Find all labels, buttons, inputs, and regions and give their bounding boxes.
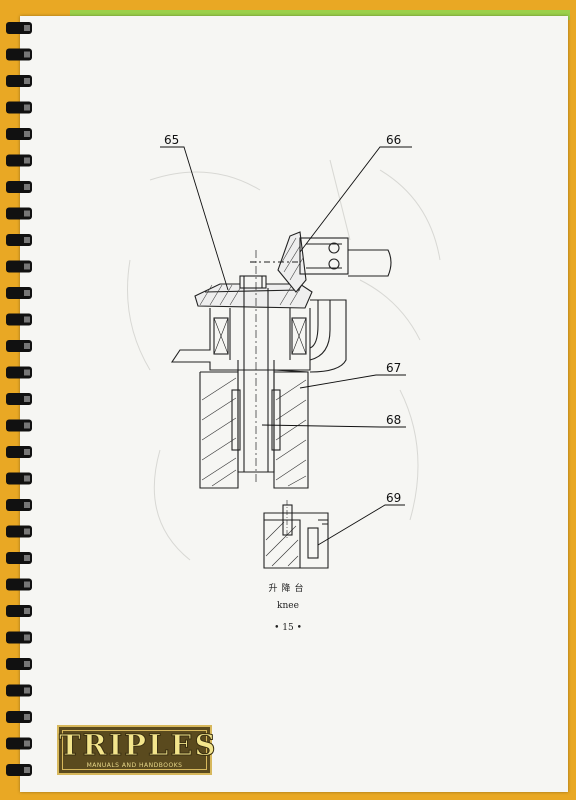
binding-hole (24, 396, 30, 402)
callout-68: 68 (386, 413, 401, 427)
caption-english: knee (277, 601, 299, 611)
callout-67: 67 (386, 361, 401, 375)
binding-hole (24, 661, 30, 667)
binding-hole (24, 502, 30, 508)
binding-hole (24, 290, 30, 296)
binding-rings (6, 22, 32, 776)
binding-hole (24, 422, 30, 429)
binding-hole (24, 581, 30, 588)
binding-hole (24, 25, 30, 31)
leader-lines (160, 146, 412, 546)
binding-hole (24, 528, 30, 535)
binding-hole (24, 369, 30, 376)
caption-chinese: 升降台 (268, 584, 308, 594)
callout-65: 65 (164, 133, 179, 147)
binding-hole (24, 131, 30, 137)
binding-hole (24, 237, 30, 243)
callout-69: 69 (386, 491, 401, 505)
binding-hole (24, 78, 30, 84)
binding-hole (24, 51, 30, 58)
binding-hole (24, 608, 30, 614)
logo-inner-border (62, 730, 207, 770)
binding-hole (24, 740, 30, 747)
binding-hole (24, 184, 30, 190)
logo-subtitle: MANUALS AND HANDBOOKS (86, 762, 183, 769)
binding-hole (24, 263, 30, 270)
callout-66: 66 (386, 133, 401, 147)
binding-hole (24, 157, 30, 164)
knee-assembly-drawing (170, 231, 392, 569)
green-page-edge (70, 10, 570, 20)
binding-hole (24, 555, 30, 561)
binding-hole (24, 316, 30, 323)
binding-hole (24, 767, 30, 773)
binding-hole (24, 449, 30, 455)
binding-hole (24, 210, 30, 217)
bleed-through-lines (127, 159, 441, 561)
binding-hole (24, 634, 30, 641)
binding-hole (24, 475, 30, 482)
triples-logo: TRIPLES MANUALS AND HANDBOOKS (57, 725, 218, 775)
binding-hole (24, 714, 30, 720)
binding-hole (24, 343, 30, 349)
logo-title: TRIPLES (59, 728, 218, 763)
page-number: • 15 • (274, 623, 302, 633)
spiral-binding (6, 22, 32, 776)
paper-sheet (20, 16, 568, 792)
binding-hole (24, 104, 30, 111)
binding-hole (24, 687, 30, 694)
